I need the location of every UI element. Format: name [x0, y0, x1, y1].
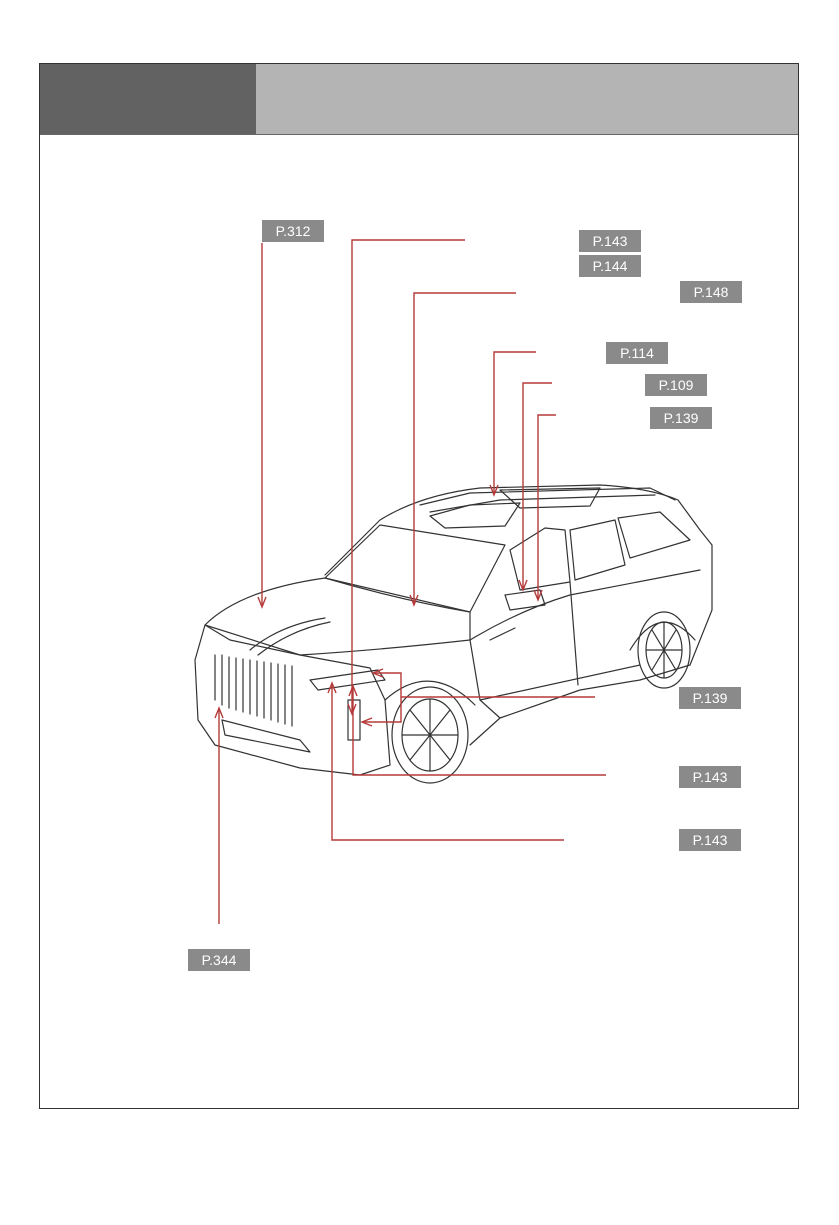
car-illustration	[195, 485, 712, 783]
page-ref-sunroof: P.114	[606, 342, 668, 364]
page-ref-hood: P.312	[262, 220, 324, 242]
page-ref-front-light-1: P.143	[579, 230, 641, 252]
page-ref-mirror-turn: P.139	[650, 407, 712, 429]
page-ref-fog-light: P.143	[679, 766, 741, 788]
leader-wiper	[414, 293, 516, 603]
page-ref-turn-signal: P.139	[679, 687, 741, 709]
leader-fog-light	[353, 688, 606, 775]
leader-lines	[219, 240, 606, 924]
page-ref-tow-hook: P.344	[188, 949, 250, 971]
leader-turn-signal	[364, 673, 595, 722]
page-ref-drl: P.143	[679, 829, 741, 851]
leader-front-light	[352, 240, 465, 712]
page-ref-mirror: P.109	[645, 374, 707, 396]
page-ref-front-light-2: P.144	[579, 255, 641, 277]
page-ref-wiper: P.148	[680, 281, 742, 303]
leader-sunroof	[494, 352, 536, 493]
